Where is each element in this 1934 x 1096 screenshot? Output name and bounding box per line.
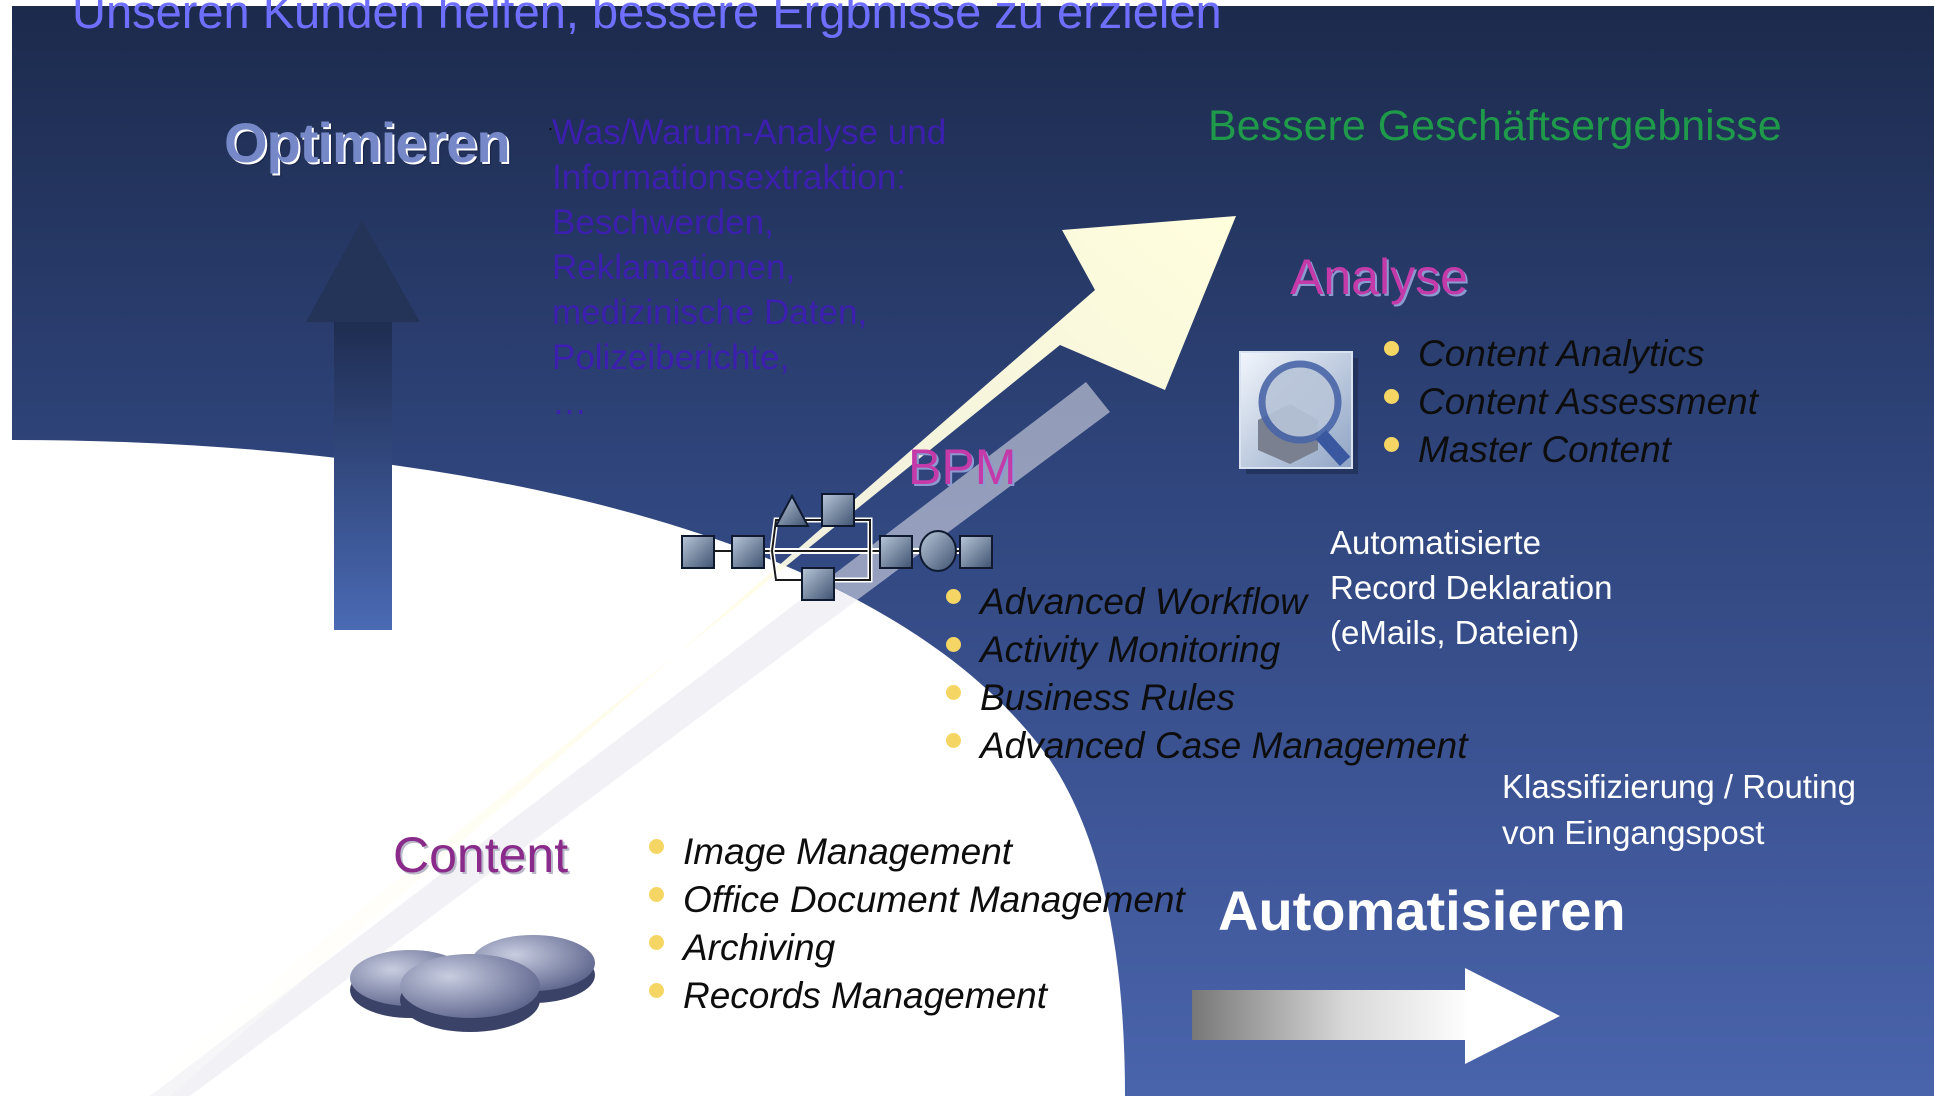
- list-item: Business Rules: [946, 674, 1467, 722]
- bullet-icon: [649, 983, 664, 998]
- list-item-label: Master Content: [1418, 429, 1671, 470]
- note-line: (eMails, Dateien): [1330, 614, 1580, 651]
- list-item-label: Advanced Workflow: [980, 581, 1307, 622]
- bpm-list: Advanced Workflow Activity Monitoring Bu…: [946, 578, 1468, 770]
- bullet-icon: [649, 887, 664, 902]
- info-line: Informationsextraktion:: [552, 158, 907, 197]
- list-item: Master Content: [1384, 426, 1758, 474]
- list-item-label: Advanced Case Management: [980, 725, 1468, 766]
- bullet-icon: [1384, 437, 1399, 452]
- magnifier-cube-icon: [1239, 351, 1358, 474]
- list-item-label: Records Management: [683, 975, 1048, 1016]
- bpm-heading: BPM: [908, 439, 1017, 495]
- note-line: von Eingangspost: [1502, 814, 1765, 851]
- list-item: Content Analytics: [1384, 330, 1758, 378]
- info-text-block: Was/Warum-Analyse und Informationsextrak…: [548, 102, 1012, 425]
- list-item-label: Archiving: [683, 927, 836, 968]
- list-item: Content Assessment: [1384, 378, 1759, 426]
- automate-axis-label: Automatisieren: [1218, 879, 1626, 942]
- database-disks-icon: [350, 935, 595, 1032]
- info-line: Reklamationen,: [552, 248, 796, 287]
- info-line: medizinische Daten,: [552, 293, 868, 332]
- analyse-heading: Analyse: [1290, 249, 1468, 305]
- info-line: Polizeiberichte,: [552, 338, 790, 377]
- bullet-icon: [1384, 389, 1399, 404]
- content-list: Image Management Office Document Managem…: [649, 828, 1185, 1020]
- list-item-label: Office Document Management: [683, 879, 1185, 920]
- info-line: Was/Warum-Analyse und: [548, 102, 1012, 155]
- list-item: Image Management: [649, 828, 1185, 876]
- note-line: Automatisierte: [1330, 524, 1541, 561]
- slide-title: Unseren Kunden helfen, bessere Ergbnisse…: [72, 0, 1222, 38]
- list-item: Advanced Case Management: [946, 722, 1468, 770]
- classification-note: Klassifizierung / Routing von Eingangspo…: [1502, 764, 1922, 856]
- list-item: Archiving: [649, 924, 1185, 972]
- bullet-icon: [1384, 341, 1399, 356]
- list-item-label: Content Assessment: [1418, 381, 1759, 422]
- bullet-icon: [649, 935, 664, 950]
- list-item-label: Activity Monitoring: [980, 629, 1281, 670]
- process-flow-icon: [681, 493, 993, 601]
- automate-right-arrow: [1192, 968, 1560, 1064]
- list-item-label: Business Rules: [980, 677, 1236, 718]
- analyse-list: Content Analytics Content Assessment Mas…: [1384, 330, 1759, 474]
- optimize-up-arrow: [306, 220, 420, 630]
- list-item-label: Content Analytics: [1418, 333, 1705, 374]
- goal-label: Bessere Geschäftsergebnisse: [1208, 102, 1782, 150]
- list-item: Activity Monitoring: [946, 626, 1467, 674]
- content-heading: Content: [393, 827, 569, 883]
- bullet-icon: [649, 839, 664, 854]
- info-line: …: [552, 383, 587, 422]
- list-item: Advanced Workflow: [946, 578, 1467, 626]
- record-declaration-note: Automatisierte Record Deklaration (eMail…: [1330, 520, 1690, 655]
- bullet-icon: [946, 685, 961, 700]
- list-item: Office Document Management: [649, 876, 1185, 924]
- bullet-icon: [946, 733, 961, 748]
- bullet-icon: [946, 589, 961, 604]
- list-item: Records Management: [649, 972, 1185, 1020]
- note-line: Record Deklaration: [1330, 569, 1613, 606]
- optimize-axis-label: Optimieren: [224, 111, 511, 174]
- list-item-label: Image Management: [683, 831, 1013, 872]
- note-line: Klassifizierung / Routing: [1502, 768, 1857, 805]
- bullet-icon: [946, 637, 961, 652]
- info-line: Beschwerden,: [552, 203, 774, 242]
